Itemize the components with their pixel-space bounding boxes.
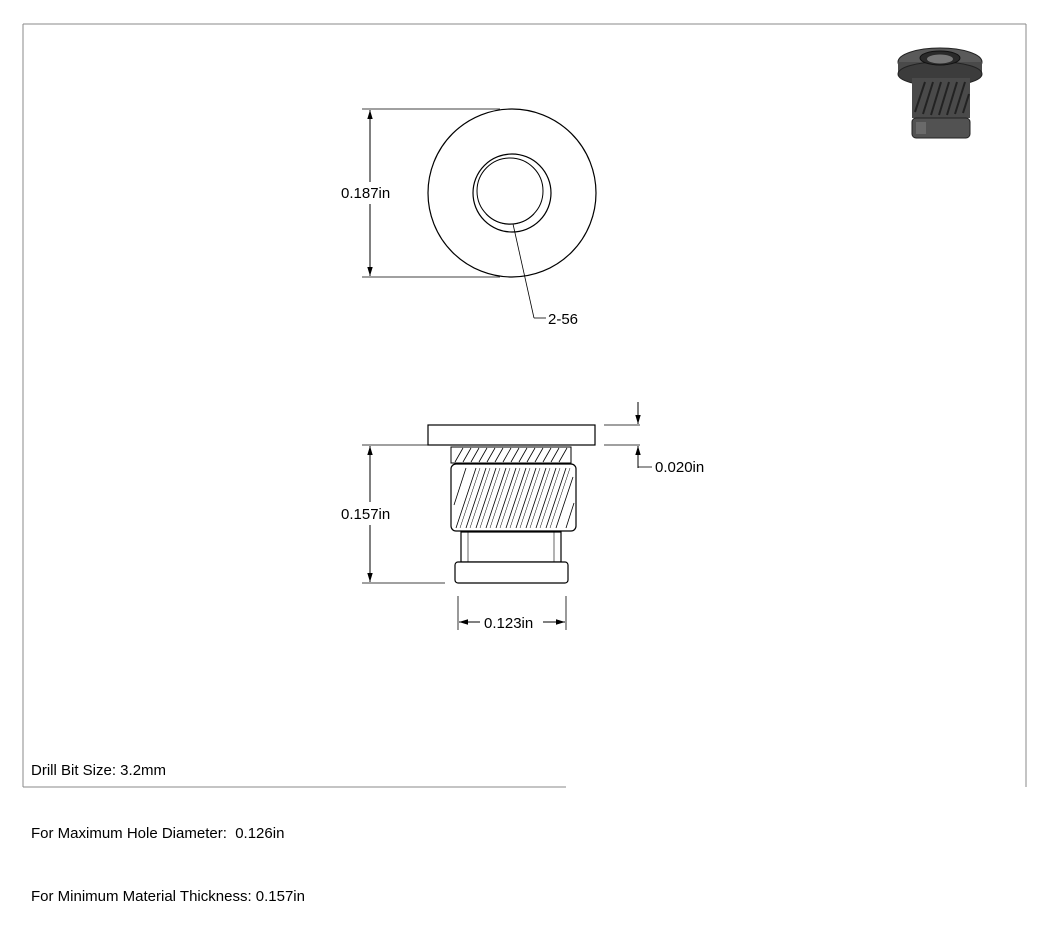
- top-view: 0.187in 2-56: [341, 108, 597, 328]
- flange-outer-circle: [427, 108, 597, 278]
- length-dim-label: 0.157in: [341, 506, 390, 523]
- side-view: 0.020in 0.157in 0.123in: [341, 402, 704, 632]
- sheet-border: [22, 23, 1027, 788]
- bore-outer-circle: [472, 153, 552, 233]
- length-dimension: 0.157in: [341, 444, 445, 584]
- thread-callout-label: 2-56: [548, 311, 578, 328]
- diameter-dim-label: 0.123in: [484, 615, 533, 632]
- pilot-neck: [460, 531, 562, 563]
- height-dimension: 0.187in: [341, 108, 500, 278]
- flange-dim-label: 0.020in: [655, 459, 704, 476]
- drill-bit-note: Drill Bit Size: 3.2mm: [31, 762, 167, 779]
- knurl-body: [450, 463, 577, 532]
- flange-thickness-dimension: 0.020in: [604, 402, 704, 476]
- bottom-collar: [454, 561, 569, 584]
- drawing-sheet: 0.187in 2-56: [22, 23, 1027, 788]
- max-hole-note: For Maximum Hole Diameter: 0.126in: [31, 825, 285, 842]
- bore-inner-circle: [476, 157, 544, 225]
- thread-callout: 2-56: [512, 223, 578, 328]
- min-thickness-note: For Minimum Material Thickness: 0.157in: [31, 888, 305, 905]
- diameter-dimension: 0.123in: [457, 596, 567, 632]
- isometric-thumbnail: [897, 47, 983, 139]
- height-dim-label: 0.187in: [341, 185, 390, 202]
- flange-profile: [427, 424, 596, 446]
- drawing-notes: Drill Bit Size: 3.2mm For Maximum Hole D…: [31, 718, 305, 928]
- upper-knurl-band: [450, 446, 572, 464]
